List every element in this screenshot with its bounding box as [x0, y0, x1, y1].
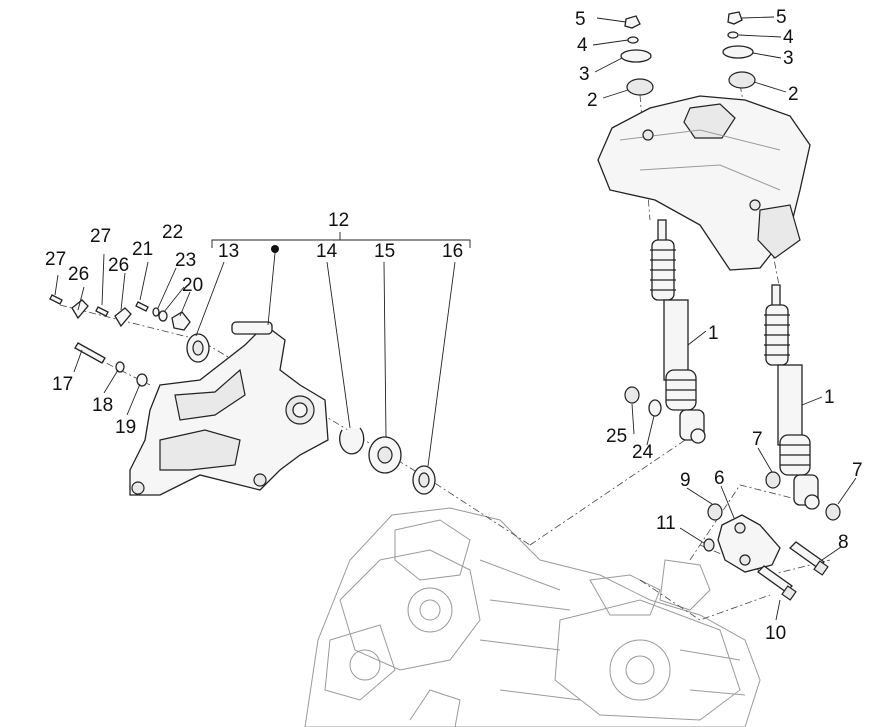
callout-15: 15 — [374, 241, 395, 262]
callout-22: 22 — [162, 222, 183, 243]
callout-26-left: 26 — [68, 264, 89, 285]
callout-17: 17 — [52, 374, 73, 395]
callout-27-left: 27 — [45, 249, 66, 270]
callout-21: 21 — [132, 239, 153, 260]
leader-lines — [54, 16, 857, 621]
frame-cradle — [597, 95, 811, 271]
callout-8: 8 — [838, 532, 849, 553]
callout-3-left: 3 — [579, 64, 590, 85]
callout-7-left: 7 — [752, 429, 763, 450]
callout-4-left: 4 — [577, 35, 588, 56]
callout-1-right: 1 — [824, 387, 835, 408]
callout-2-right: 2 — [788, 84, 799, 105]
callout-labels: 5 4 3 2 5 4 3 2 1 1 25 24 7 7 9 6 8 11 1… — [45, 7, 863, 644]
callout-4-right: 4 — [783, 27, 794, 48]
callout-1-left: 1 — [708, 323, 719, 344]
callout-6: 6 — [714, 468, 725, 489]
shock-absorber-left — [650, 219, 706, 444]
callout-23: 23 — [175, 250, 196, 271]
engine-bracket — [717, 514, 781, 573]
callout-27-right: 27 — [90, 226, 111, 247]
callout-5-left: 5 — [575, 9, 586, 30]
callout-7-right: 7 — [852, 460, 863, 481]
callout-16: 16 — [442, 241, 463, 262]
group-bracket-12 — [211, 232, 471, 253]
callout-18: 18 — [92, 395, 113, 416]
callout-20: 20 — [182, 275, 203, 296]
swing-arm-hardware — [49, 294, 191, 387]
callout-14: 14 — [316, 241, 338, 262]
callout-13: 13 — [218, 241, 239, 262]
callout-5-right: 5 — [776, 7, 787, 28]
bearing-set — [186, 333, 436, 495]
callout-9: 9 — [680, 470, 691, 491]
callout-2-left: 2 — [587, 90, 598, 111]
callout-3-right: 3 — [783, 48, 794, 69]
callout-12: 12 — [328, 210, 349, 231]
callout-10: 10 — [765, 623, 786, 644]
callout-26-right: 26 — [108, 255, 129, 276]
bolts-lower — [756, 541, 829, 601]
engine-assembly — [304, 507, 761, 727]
top-mount-hardware — [620, 11, 756, 96]
callout-24: 24 — [632, 442, 654, 463]
swing-arm — [129, 321, 329, 496]
callout-11: 11 — [656, 513, 676, 534]
callout-25: 25 — [606, 426, 627, 447]
bullet-dot — [271, 245, 279, 253]
callout-19: 19 — [115, 417, 136, 438]
shock-lower-hardware — [624, 386, 841, 552]
